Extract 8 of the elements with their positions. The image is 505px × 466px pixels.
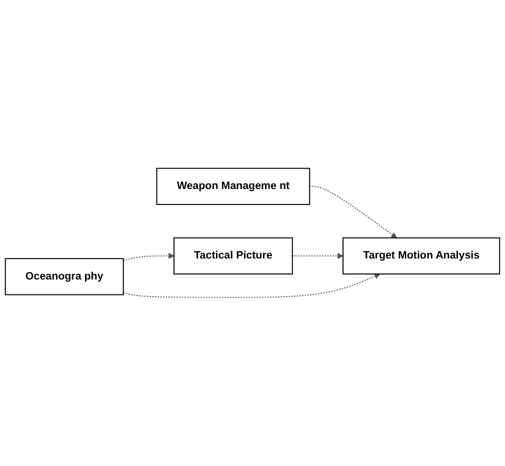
arrow (123, 253, 174, 262)
arrow (310, 186, 397, 238)
node-box: Oceanogra phy (4, 258, 124, 296)
node-box: Target Motion Analysis (342, 238, 500, 275)
arrow (292, 253, 344, 259)
node-box: Weapon Manageme nt (156, 168, 310, 206)
node-box: Tactical Picture (174, 238, 293, 275)
arrow (123, 274, 380, 298)
